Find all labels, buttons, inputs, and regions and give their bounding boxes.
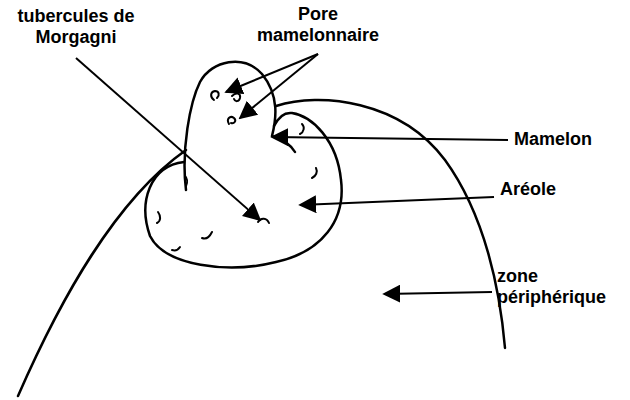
part-label: Mamelon: [514, 129, 624, 150]
breast-outline: [18, 150, 186, 396]
part-label: Pore mamelonnaire: [252, 4, 384, 46]
part-label: zone périphérique: [497, 266, 621, 308]
leader-lines: [76, 54, 508, 294]
part-label: tubercules de Morgagni: [10, 6, 142, 48]
nipple-outline: [185, 62, 295, 190]
pores: [211, 91, 240, 124]
areola-outline: [145, 113, 341, 267]
morgagni-tubercles: [157, 124, 317, 250]
part-label: Aréole: [500, 179, 610, 200]
